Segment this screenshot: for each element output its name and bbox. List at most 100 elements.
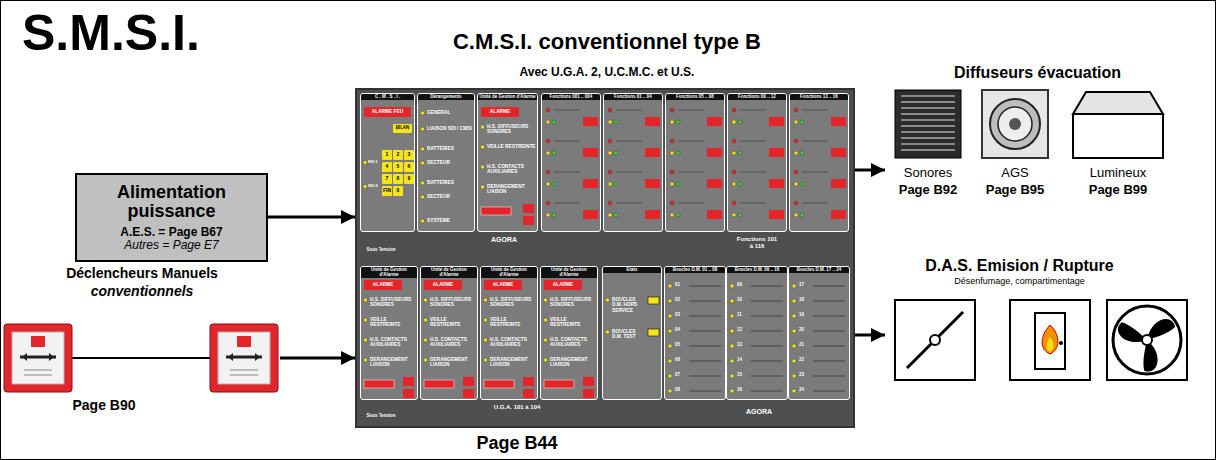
loop-number: 15	[737, 373, 749, 378]
module-header: Unité de Gestion d'Alarme	[361, 267, 417, 278]
sounder-button	[403, 389, 414, 398]
indicator-led	[732, 170, 736, 174]
page-title: S.M.S.I.	[22, 6, 200, 61]
loop-line	[751, 361, 783, 362]
fault-indicator: GENERAL	[427, 110, 473, 115]
indicator-led	[484, 298, 488, 302]
indicator-led	[800, 182, 804, 186]
sounder-button	[463, 377, 474, 386]
sounder-button	[523, 377, 534, 386]
grille-slat	[901, 137, 955, 139]
module-header: Boucles D.M. 01 .. 08	[665, 267, 725, 273]
function-line	[616, 172, 642, 173]
alarm-button: ALARME	[484, 280, 522, 290]
unit-indicator: DERANGEMENT LIAISON	[550, 357, 596, 368]
loop-number: 19	[799, 313, 811, 318]
call-point-icon	[237, 336, 251, 347]
illustration	[728, 94, 788, 233]
indicator-led	[668, 299, 672, 303]
loop-line	[813, 331, 845, 332]
indicator-led	[670, 213, 674, 217]
indicator-led	[421, 195, 425, 199]
loop-module: Boucles D.M. 17 .. 241718192021222324	[788, 266, 850, 400]
function-line	[802, 172, 828, 173]
loop-number: 23	[799, 373, 811, 378]
node-text: Alimentation puissance	[81, 183, 262, 223]
beacon-front	[1073, 114, 1163, 158]
loop-line	[813, 376, 845, 377]
loop-line	[751, 316, 783, 317]
indicator-led	[544, 338, 548, 342]
indicator-led	[608, 151, 612, 155]
loop-line	[813, 301, 845, 302]
panel-label: U.G.A. 101 à 104	[482, 404, 552, 411]
fire-flame	[1042, 325, 1058, 354]
loop-number: 08	[675, 388, 687, 393]
indicator-led	[794, 213, 798, 217]
module-header: Unité de Gestion d'Alarme	[541, 267, 597, 278]
fault-indicator: BATTERIES	[427, 146, 473, 151]
panel-label: Sous Tension	[359, 248, 403, 253]
function-line	[740, 172, 766, 173]
level-label: NIV.2	[368, 184, 383, 188]
indicator-led	[608, 170, 612, 174]
indicator-led	[546, 213, 550, 217]
alarm-management-unit: Unité de Gestion d'AlarmeALARMEH.S. DIFF…	[540, 266, 598, 400]
indicator-led	[484, 358, 488, 362]
indicator-led	[732, 151, 736, 155]
indicator-led	[670, 170, 674, 174]
loop-module: Boucles D.M. 09 .. 160910111213141516	[726, 266, 788, 400]
loop-line	[689, 331, 721, 332]
module-header: Fonctions 001 .. 004	[542, 94, 600, 100]
indicator-led	[544, 298, 548, 302]
indicator-led	[552, 182, 556, 186]
power-supply-box: Alimentation puissanceA.E.S. = Page B67A…	[75, 173, 268, 262]
function-line	[678, 203, 704, 204]
call-point-arrows	[22, 353, 54, 361]
function-line	[802, 141, 828, 142]
indicator-led	[544, 358, 548, 362]
indicator-led	[546, 139, 550, 143]
indicator-led	[424, 338, 428, 342]
function-module: Fonctions 05 .. 08	[665, 93, 725, 232]
unit-indicator: H.S. DIFFUSEURS SONORES	[370, 297, 416, 308]
status-module: EtatsBOUCLES D.M. HORS SERVICEBOUCLES D.…	[602, 266, 662, 400]
keypad-key: 5	[393, 162, 403, 172]
unit-indicator: VEILLE RESTREINTE	[490, 317, 536, 328]
indicator-led	[363, 161, 367, 165]
indicator-led	[364, 318, 368, 322]
loop-number: 20	[799, 328, 811, 333]
connector-arrow	[855, 169, 885, 172]
cmsi-panel: C.M.S.I. conventionnel type BAvec U.G.A.…	[355, 88, 855, 428]
loop-line	[751, 391, 783, 392]
loop-number: 11	[737, 313, 749, 318]
indicator-led	[732, 139, 736, 143]
reset-button	[364, 380, 394, 388]
loop-number: 04	[675, 328, 687, 333]
grille-slat	[901, 95, 955, 97]
call-point-icon	[31, 336, 45, 347]
indicator-led	[730, 329, 734, 333]
function-button	[831, 179, 846, 188]
sounder-button	[523, 204, 534, 213]
keypad-key: 0	[393, 186, 403, 196]
indicator-led	[668, 284, 672, 288]
loop-number: 13	[737, 343, 749, 348]
function-line	[616, 141, 642, 142]
indicator-led	[424, 358, 428, 362]
function-button	[645, 179, 660, 188]
fault-indicator: SECTEUR	[427, 194, 473, 199]
indicator-led	[421, 181, 425, 185]
panel-label: Sous Tension	[359, 414, 403, 419]
keypad-key: 9	[404, 174, 414, 184]
das-group: D.A.S. Emision / RuptureDésenfumage, com…	[885, 255, 1195, 385]
node-text: Page B95	[980, 183, 1050, 197]
fire-door	[1035, 313, 1065, 369]
loop-number: 01	[675, 283, 687, 288]
wire	[72, 357, 210, 359]
indicator-led	[608, 201, 612, 205]
fan-housing	[1113, 306, 1181, 374]
indicator-led	[670, 182, 674, 186]
loop-number: 02	[675, 298, 687, 303]
module-header: Fonctions 05 .. 08	[666, 94, 724, 100]
